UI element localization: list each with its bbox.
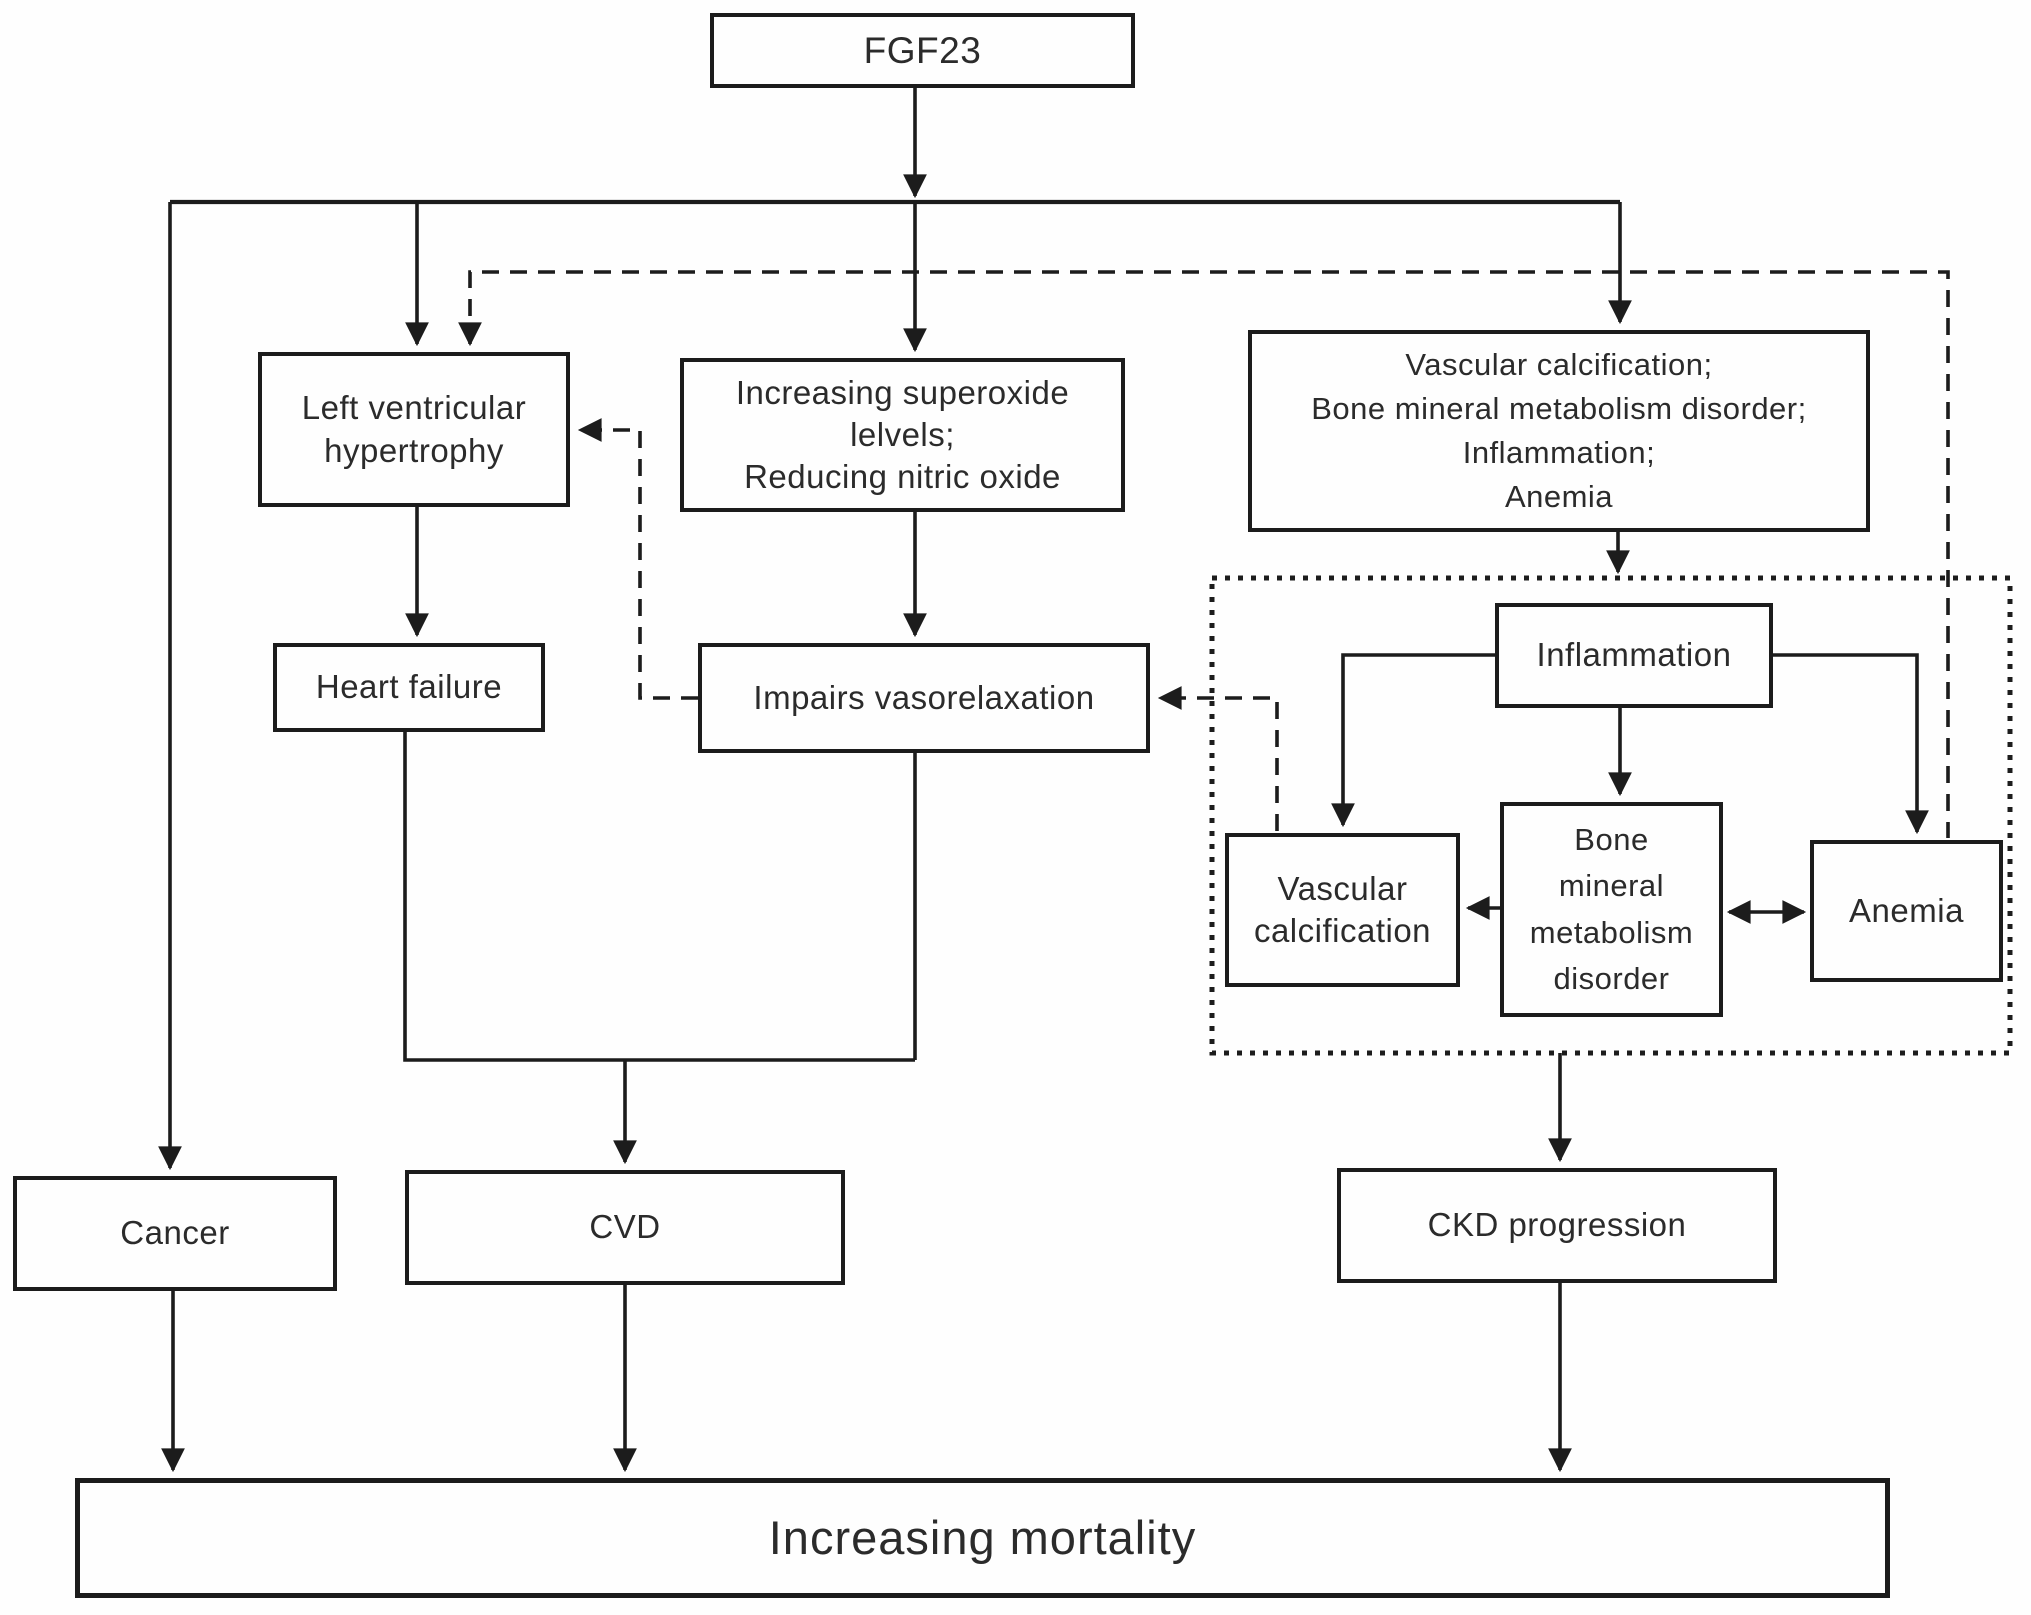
node-impairs-vasorelaxation: Impairs vasorelaxation — [698, 643, 1150, 753]
node-cvd: CVD — [405, 1170, 845, 1285]
node-effects-list: Vascular calcification; Bone mineral met… — [1248, 330, 1870, 532]
node-anemia: Anemia — [1810, 840, 2003, 982]
node-increasing-superoxide: Increasing superoxide lelvels; Reducing … — [680, 358, 1125, 512]
edge-dashed-branch-to-lvh-and-anemia — [458, 270, 1950, 838]
node-cancer: Cancer — [13, 1176, 337, 1291]
edge-heartfailure-to-collector — [403, 732, 915, 1062]
node-fgf23: FGF23 — [710, 13, 1135, 88]
node-heart-failure: Heart failure — [273, 643, 545, 732]
edge-dashed-vascular-to-impairs — [1157, 686, 1279, 831]
edge-inflammation-to-anemia — [1773, 653, 1929, 835]
edge-inflammation-to-vascular — [1331, 653, 1495, 828]
node-inflammation: Inflammation — [1495, 603, 1773, 708]
node-vascular-calcification: Vascular calcification — [1225, 833, 1460, 987]
node-bone-mineral-metabolism-disorder: Bone mineral metabolism disorder — [1500, 802, 1723, 1017]
node-increasing-mortality: Increasing mortality — [75, 1478, 1890, 1598]
node-ckd-progression: CKD progression — [1337, 1168, 1777, 1283]
node-left-ventricular-hypertrophy: Left ventricular hypertrophy — [258, 352, 570, 507]
edge-dashed-impairs-to-lvh — [577, 418, 698, 700]
